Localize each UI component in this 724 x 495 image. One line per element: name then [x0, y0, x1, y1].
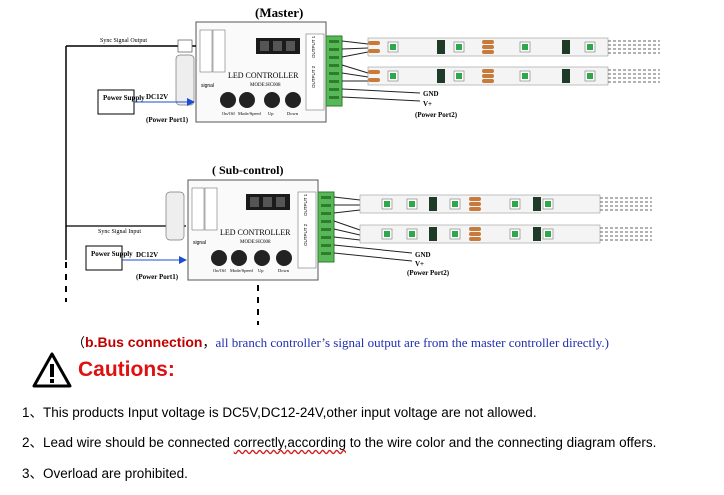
- svg-text:On/Off: On/Off: [213, 268, 226, 273]
- sub-buttons: [211, 250, 292, 266]
- bus-connection-label: b.Bus connection: [85, 334, 203, 350]
- master-up-button[interactable]: [264, 92, 280, 108]
- master-model: MODE:HC008: [250, 83, 281, 88]
- svg-text:DC12V: DC12V: [136, 251, 158, 259]
- svg-text:GND: GND: [423, 90, 439, 98]
- master-onoff-button[interactable]: [220, 92, 236, 108]
- svg-text:V+: V+: [415, 260, 424, 268]
- master-strip-2: [367, 66, 609, 86]
- sub-sync-label: Sync Signal Input: [98, 229, 141, 235]
- sub-strip-1: [359, 194, 601, 214]
- caution-item-2: 2、Lead wire should be connected correctl…: [22, 435, 657, 450]
- master-bracket: [175, 54, 195, 106]
- sub-terminal-block: [317, 191, 335, 263]
- svg-text:Up: Up: [258, 268, 264, 273]
- caution-item-1: 1、This products Input voltage is DC5V,DC…: [22, 405, 537, 420]
- master-signal-label: signal: [201, 83, 214, 89]
- svg-text:Down: Down: [287, 111, 299, 116]
- master-left-terminal: [199, 29, 213, 73]
- master-strip-1: [367, 37, 609, 57]
- caution-item-3: 3、Overload are prohibited.: [22, 466, 188, 481]
- sub-model: MODE:HC008: [240, 240, 271, 245]
- svg-text:signal: signal: [193, 240, 206, 246]
- sub-group: ( Sub-control) LED CONTROLLER MODE:HC008…: [66, 163, 652, 281]
- svg-text:DC12V: DC12V: [146, 93, 168, 101]
- sub-strip-2: [359, 224, 601, 244]
- svg-text:OUTPUT 2: OUTPUT 2: [311, 65, 316, 88]
- svg-text:(Power Port1): (Power Port1): [146, 116, 189, 124]
- svg-text:On/Off: On/Off: [222, 111, 235, 116]
- master-power-port2: (Power Port2): [415, 111, 458, 119]
- master-controller-name: LED CONTROLLER: [228, 71, 299, 80]
- master-mode-button[interactable]: [239, 92, 255, 108]
- svg-text:OUTPUT 1: OUTPUT 1: [311, 35, 316, 58]
- svg-text:Power Supply: Power Supply: [91, 250, 133, 258]
- svg-text:GND: GND: [415, 251, 431, 259]
- master-terminal-block: [325, 35, 343, 107]
- svg-text:Mode/Speed: Mode/Speed: [230, 268, 253, 273]
- svg-text:Power Supply: Power Supply: [103, 94, 145, 102]
- sub-title: ( Sub-control): [212, 163, 283, 177]
- connection-diagram: (Master) LED CONTROLLER MODE:HC008 signa…: [65, 5, 660, 325]
- warning-icon: [32, 352, 72, 388]
- svg-text:Up: Up: [268, 111, 274, 116]
- sub-down-button[interactable]: [276, 250, 292, 266]
- sub-mode-button[interactable]: [231, 250, 247, 266]
- svg-text:OUTPUT 1: OUTPUT 1: [303, 193, 308, 216]
- svg-text:OUTPUT 2: OUTPUT 2: [303, 223, 308, 246]
- cautions-title: Cautions:: [78, 358, 175, 381]
- svg-text:Mode/Speed: Mode/Speed: [238, 111, 261, 116]
- svg-text:(Power Port1): (Power Port1): [136, 273, 179, 281]
- svg-text:V+: V+: [423, 100, 432, 108]
- master-buttons: [220, 92, 301, 108]
- sub-power-port2: (Power Port2): [407, 269, 450, 277]
- sub-power-supply: [85, 245, 123, 271]
- sub-controller-name: LED CONTROLLER: [220, 228, 291, 237]
- svg-text:Down: Down: [278, 268, 290, 273]
- master-sync-label: Sync Signal Output: [100, 38, 147, 44]
- master-down-button[interactable]: [285, 92, 301, 108]
- master-title: (Master): [255, 5, 303, 20]
- master-group: (Master) LED CONTROLLER MODE:HC008 signa…: [65, 5, 660, 260]
- sub-up-button[interactable]: [254, 250, 270, 266]
- bus-connection-caption: （b.Bus connection，all branch controller’…: [72, 334, 609, 350]
- sub-onoff-button[interactable]: [211, 250, 227, 266]
